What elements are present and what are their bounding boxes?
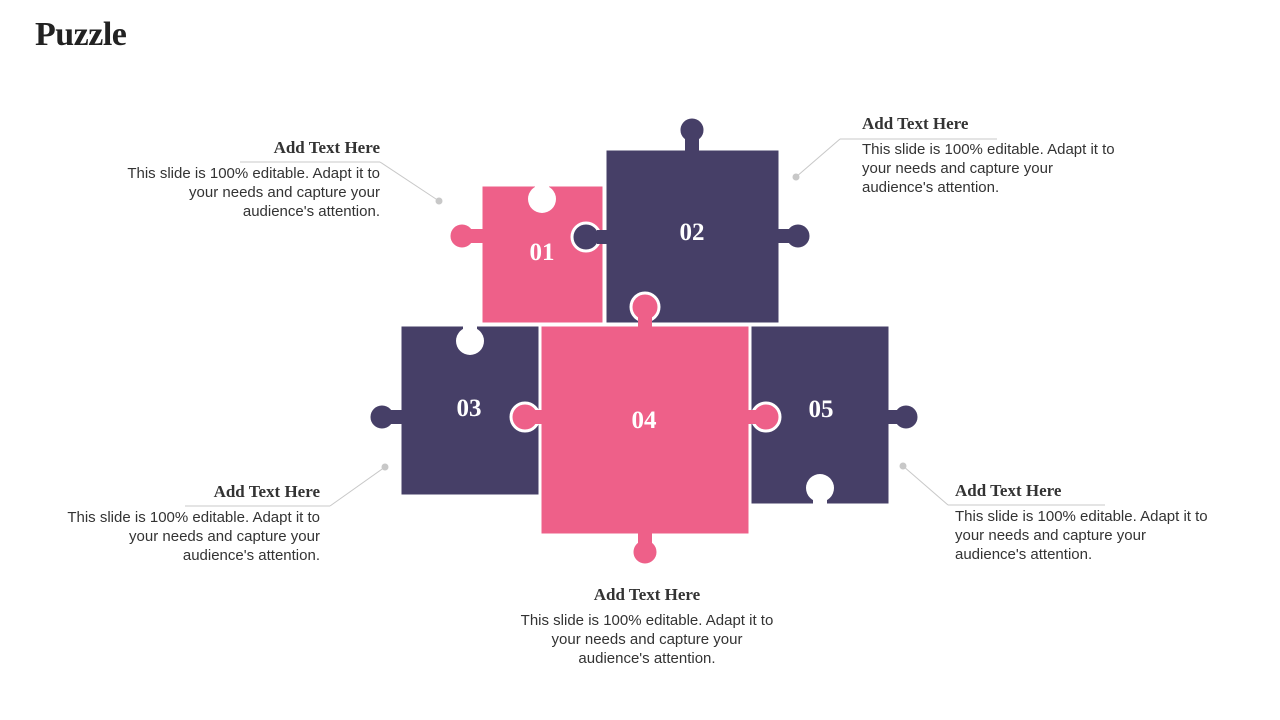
piece-label-03: 03 [457, 395, 482, 422]
callout-03: Add Text Here This slide is 100% editabl… [60, 482, 320, 565]
page-title: Puzzle [35, 16, 127, 53]
connector-line-02b [795, 138, 841, 178]
callout-02: Add Text Here This slide is 100% editabl… [862, 114, 1122, 197]
callout-05: Add Text Here This slide is 100% editabl… [955, 481, 1215, 564]
puzzle-piece-01 [447, 183, 606, 326]
callout-04: Add Text Here This slide is 100% editabl… [517, 585, 777, 668]
callout-05-body: This slide is 100% editable. Adapt it to… [955, 507, 1208, 564]
puzzle-tab-02-left-neck [597, 230, 609, 244]
piece-label-04: 04 [632, 407, 658, 434]
callout-02-heading: Add Text Here [862, 114, 969, 133]
connector-line-01b [379, 161, 440, 202]
callout-04-heading: Add Text Here [593, 585, 701, 604]
puzzle-piece-02 [603, 115, 813, 326]
puzzle-notch-03-top-neck [463, 322, 477, 336]
callout-01: Add Text Here This slide is 100% editabl… [120, 138, 380, 221]
callout-03-body: This slide is 100% editable. Adapt it to… [67, 508, 320, 565]
connector-dot-01 [435, 197, 443, 205]
callout-03-heading: Add Text Here [213, 482, 320, 501]
connector-dot-02 [792, 173, 800, 181]
puzzle-notch-05-bottom-neck [813, 493, 827, 507]
puzzle-notch-01-top-neck [535, 182, 549, 196]
connector-dot-05 [899, 462, 907, 470]
puzzle-piece-04 [509, 291, 782, 567]
callout-05-heading: Add Text Here [955, 481, 1062, 500]
connector-line-05b [902, 465, 949, 506]
piece-label-01: 01 [530, 239, 555, 266]
callout-01-heading: Add Text Here [273, 138, 380, 157]
callout-04-body: This slide is 100% editable. Adapt it to… [520, 611, 774, 668]
piece-label-02: 02 [680, 219, 705, 246]
callout-02-body: This slide is 100% editable. Adapt it to… [862, 140, 1115, 197]
piece-label-05: 05 [809, 396, 834, 423]
connector-line-03b [329, 466, 386, 507]
connector-dot-03 [381, 463, 389, 471]
connector-lines [185, 138, 1105, 507]
callout-01-body: This slide is 100% editable. Adapt it to… [127, 164, 380, 221]
puzzle-tab-02-left [570, 221, 602, 253]
